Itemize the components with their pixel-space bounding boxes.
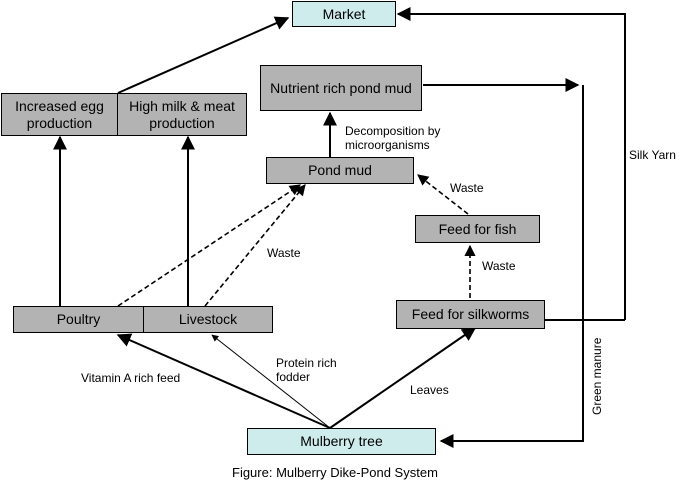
node-pond-mud: Pond mud: [266, 157, 414, 184]
arrow-mulberry-to-livestock: [211, 334, 331, 429]
figure-caption: Figure: Mulberry Dike-Pond System: [232, 465, 438, 480]
label-waste-lower: Waste: [482, 259, 516, 273]
label-vitamin-a-rich-feed: Vitamin A rich feed: [81, 371, 181, 385]
arrow-green-manure-to-mulberry: [439, 85, 584, 448]
label-leaves: Leaves: [410, 383, 449, 397]
arrow-waste-fish-to-pondmud: [417, 174, 469, 215]
arrow-mulberry-to-poultry: [116, 333, 331, 429]
node-increased-egg-production: Increased egg production: [1, 93, 118, 136]
node-feed-for-silkworms: Feed for silkworms: [396, 300, 545, 329]
node-high-milk-meat-production: High milk & meat production: [117, 93, 247, 136]
node-poultry: Poultry: [13, 306, 144, 333]
label-protein-rich-fodder: Protein rich fodder: [276, 356, 337, 384]
node-market: Market: [292, 1, 396, 27]
node-feed-for-fish: Feed for fish: [415, 215, 540, 243]
node-nutrient-rich-pond-mud: Nutrient rich pond mud: [260, 65, 422, 111]
arrow-mulberry-to-silkworms: [329, 327, 477, 429]
label-waste-left: Waste: [267, 246, 301, 260]
node-mulberry-tree: Mulberry tree: [247, 428, 436, 455]
label-waste-upper: Waste: [450, 181, 484, 195]
label-decomposition: Decomposition by microorganisms: [345, 124, 441, 152]
label-silk-yarn: Silk Yarn: [629, 148, 676, 162]
node-livestock: Livestock: [143, 306, 273, 333]
label-green-manure: Green manure: [590, 337, 604, 415]
arrow-waste-livestock-to-pondmud: [204, 184, 306, 307]
arrow-production-to-market: [117, 16, 290, 94]
arrow-silk-yarn-to-market: [396, 7, 626, 320]
arrow-waste-poultry-to-pondmud: [117, 184, 301, 307]
